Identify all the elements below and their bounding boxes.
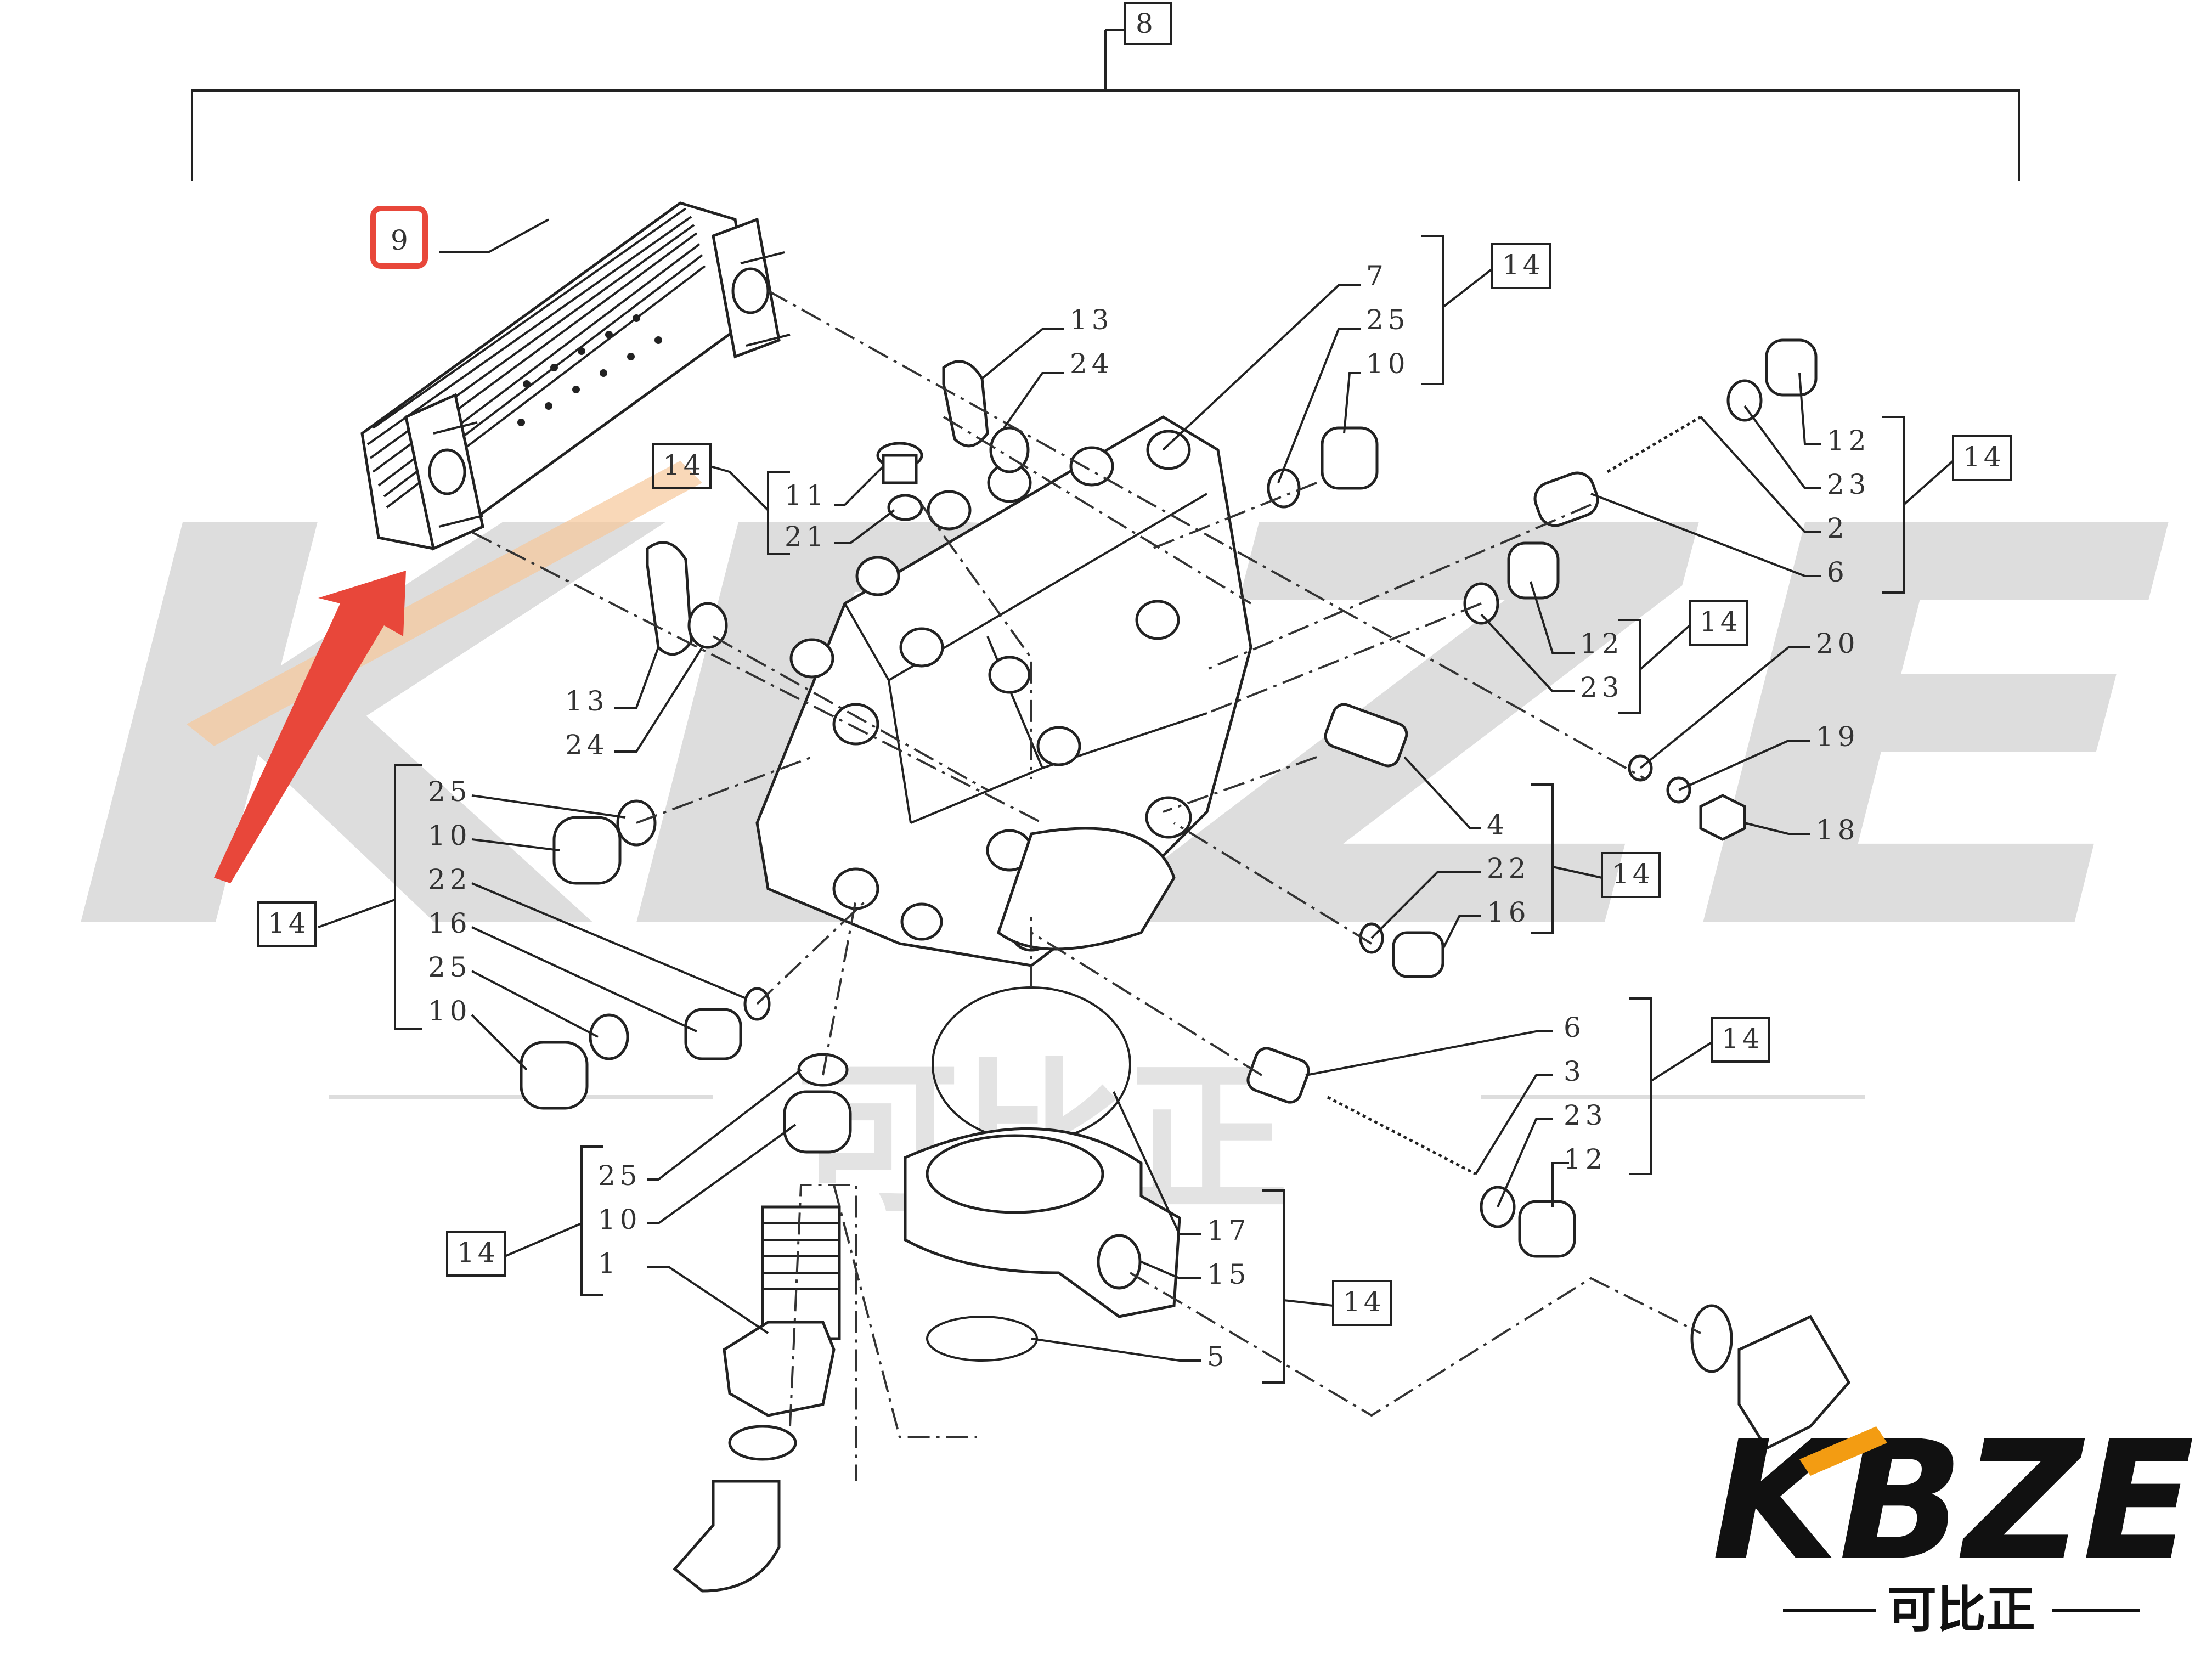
- callout-g12-0: 17: [1207, 1215, 1251, 1246]
- top-bracket: 8: [191, 2, 2020, 181]
- callout-g10-0: 6: [1564, 1012, 1585, 1043]
- callout-g7-1: 24: [565, 729, 609, 761]
- callout-g3-1: 23: [1827, 469, 1871, 500]
- box-14-i: 14: [1343, 1286, 1385, 1318]
- callout-g4-0: 11: [785, 479, 828, 511]
- logo-accent: [1799, 1426, 1887, 1476]
- callout-g12-2: 5: [1207, 1341, 1229, 1373]
- callout-g10-3: 12: [1564, 1143, 1607, 1175]
- cooler-port-holes: [517, 314, 662, 426]
- callout-g1-0: 13: [1070, 304, 1114, 336]
- callout-g3-2: 2: [1827, 512, 1849, 544]
- box-14-c: 14: [663, 449, 704, 481]
- highlight-callout: 9: [214, 206, 428, 883]
- callout-g6-0: 20: [1816, 628, 1860, 659]
- callout-g8-5: 10: [428, 995, 472, 1027]
- callout-g5-0: 12: [1580, 628, 1624, 659]
- callout-g11-1: 10: [598, 1204, 642, 1235]
- box-14-f: 14: [1612, 858, 1654, 890]
- callout-g8-0: 25: [428, 776, 472, 808]
- logo-latin: KBZE: [1712, 1406, 2194, 1597]
- box-14-a: 14: [1502, 249, 1544, 281]
- fittings: [520, 338, 1851, 1593]
- callout-g7-0: 13: [565, 685, 609, 717]
- box-14-e: 14: [268, 907, 309, 939]
- box-14-h: 14: [457, 1237, 499, 1268]
- oil-filter-housing: [755, 415, 1252, 967]
- callout-g9-1: 22: [1487, 853, 1531, 884]
- assembly-lines: [471, 290, 1701, 1481]
- callout-g8-3: 16: [428, 907, 472, 939]
- callout-groups: 13 24 7 25 10 14 12 23 2 6 14 11 21 14 1…: [257, 235, 2012, 1384]
- callout-g8-1: 10: [428, 820, 472, 851]
- box-14-b: 14: [1963, 441, 2005, 473]
- housing-bosses: [789, 430, 1192, 952]
- box-14-d: 14: [1700, 606, 1741, 637]
- callout-g8-4: 25: [428, 951, 472, 983]
- callout-g1-1: 24: [1070, 348, 1114, 380]
- callout-g3-0: 12: [1827, 425, 1871, 456]
- brand-logo: KBZE 可比正: [1712, 1406, 2194, 1639]
- highlight-label: 9: [391, 224, 411, 256]
- oil-cooler: [360, 201, 791, 551]
- callout-g4-1: 21: [785, 521, 828, 552]
- callout-g5-1: 23: [1580, 672, 1624, 703]
- callout-g6-1: 19: [1816, 721, 1860, 753]
- callout-g10-1: 3: [1564, 1056, 1585, 1087]
- callout-g2-0: 7: [1366, 260, 1388, 292]
- callout-g8-2: 22: [428, 864, 472, 895]
- callout-g9-2: 16: [1487, 896, 1531, 928]
- highlight-box: [370, 206, 428, 269]
- callout-g3-3: 6: [1827, 556, 1849, 588]
- callout-g11-0: 25: [598, 1160, 642, 1192]
- callout-g2-1: 25: [1366, 304, 1410, 336]
- highlight-arrow: [214, 571, 406, 883]
- logo-chinese: 可比正: [1887, 1581, 2035, 1639]
- callout-g10-2: 23: [1564, 1099, 1607, 1131]
- callout-g11-2: 1: [598, 1248, 620, 1279]
- callout-g2-2: 10: [1366, 348, 1410, 380]
- callout-g12-1: 15: [1207, 1259, 1251, 1290]
- top-ref-label: 8: [1136, 8, 1156, 40]
- callout-g6-2: 18: [1816, 814, 1860, 846]
- box-14-g: 14: [1722, 1023, 1763, 1054]
- callout-g9-0: 4: [1487, 809, 1509, 840]
